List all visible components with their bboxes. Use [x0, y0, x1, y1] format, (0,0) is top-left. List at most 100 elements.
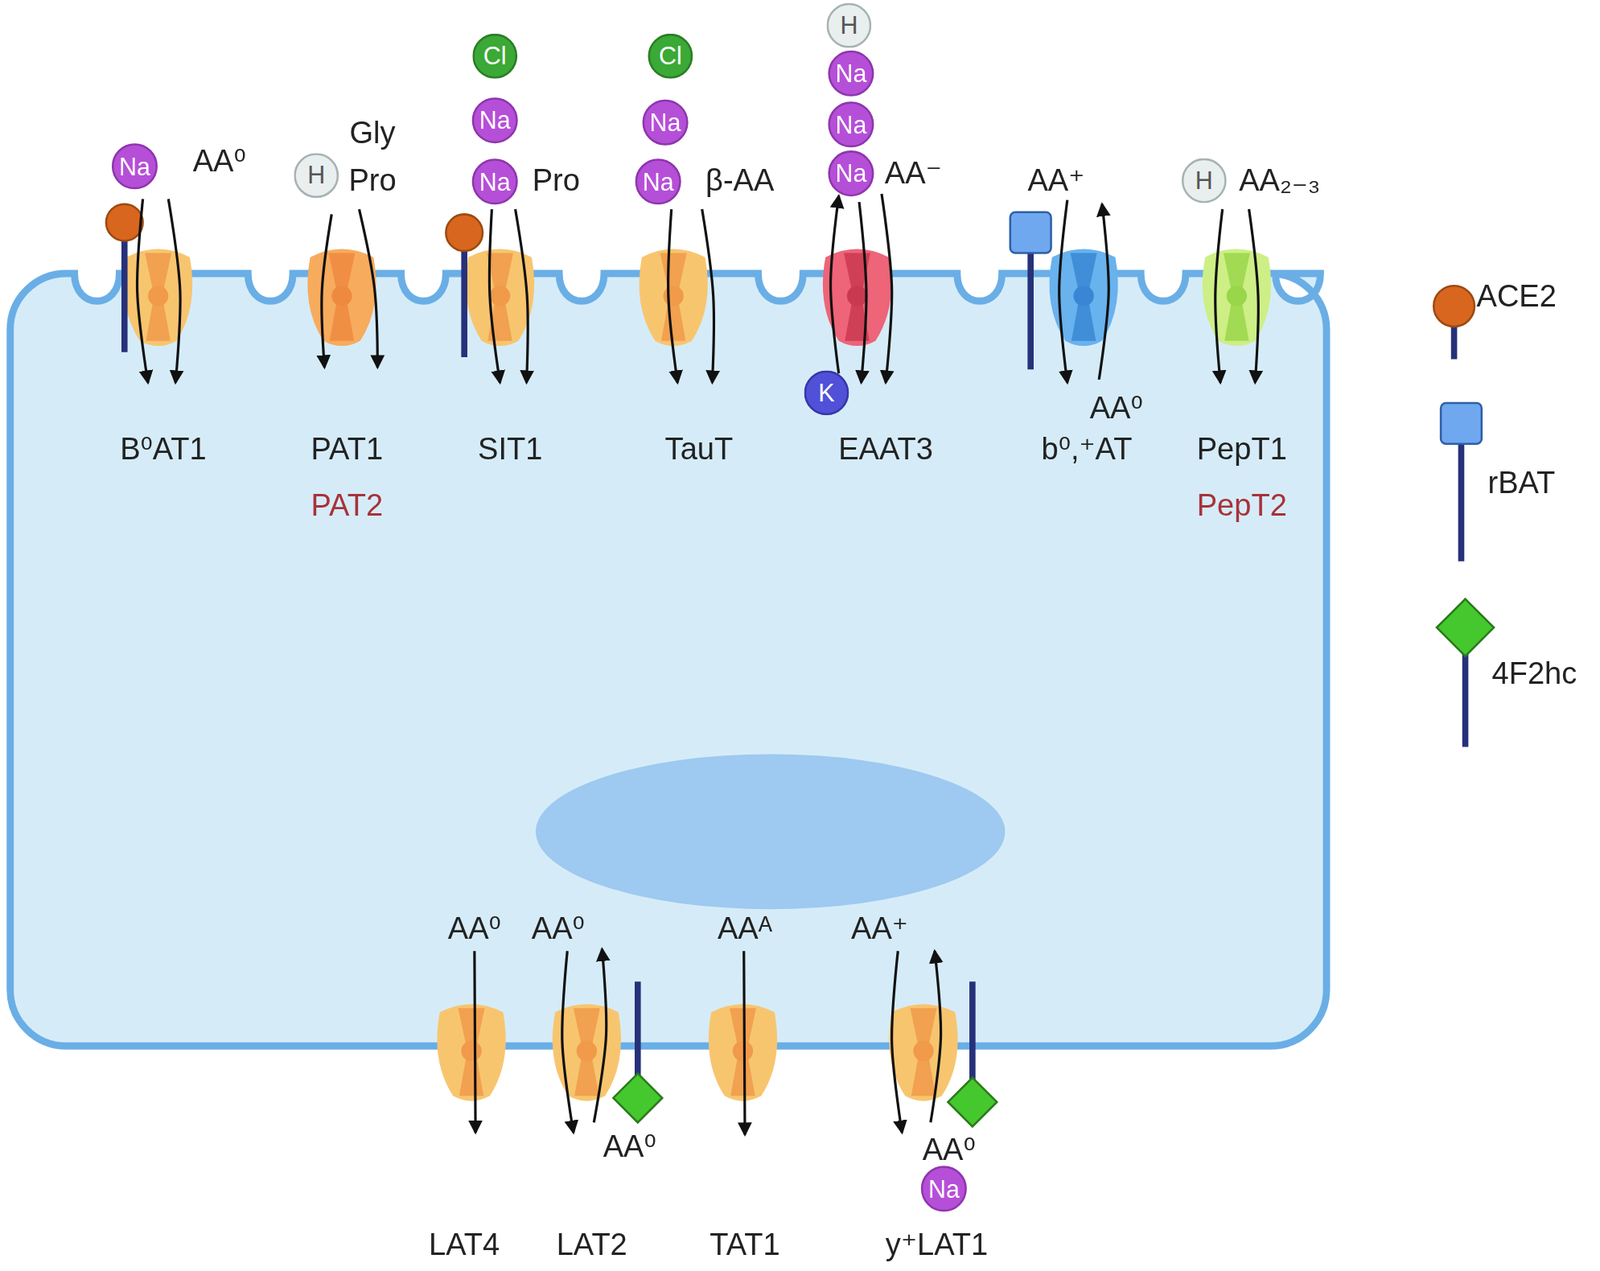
substrate-label: AA⁰ [922, 1132, 976, 1168]
ion-circle: Na [827, 150, 874, 197]
transporter-pore [732, 1040, 753, 1062]
transporter: LAT4 [428, 999, 500, 1263]
transport-arrow [515, 209, 528, 383]
transporter-pore [1223, 253, 1251, 342]
transport-arrow [321, 213, 332, 367]
transporter: b⁰,⁺AT [1040, 244, 1132, 466]
ion-symbol: Na [834, 111, 867, 138]
transporter: TauT [665, 244, 734, 466]
transporter-shape [307, 249, 376, 347]
transporter-pore [576, 1040, 597, 1062]
transporter: TAT1 [709, 999, 780, 1263]
transporter-name: PepT2 [1196, 487, 1288, 523]
rbat-head [1010, 212, 1052, 254]
substrate-label: AAᴬ [717, 911, 773, 947]
transporter-name: SIT1 [477, 431, 543, 467]
ion-circle: Na [921, 1165, 967, 1212]
transport-arrow [830, 196, 840, 375]
ion-symbol: H [1195, 167, 1214, 194]
transporter-pore [328, 253, 355, 342]
substrate-label: AA⁰ [193, 143, 247, 179]
ace2-head [106, 204, 144, 242]
ion-symbol: Na [479, 168, 511, 195]
transporter: EAAT3 [838, 244, 934, 466]
ion-circle: Na [827, 50, 874, 97]
transporter-pore [660, 253, 687, 342]
transporter-pore [489, 285, 511, 306]
transporter-name: TauT [665, 431, 734, 467]
ion-symbol: H [307, 162, 325, 190]
transporter: y⁺LAT1 [885, 999, 988, 1263]
transport-arrow [562, 950, 574, 1133]
transporter-pore [148, 285, 169, 306]
transport-arrow [930, 950, 942, 1123]
legend-sample [1462, 653, 1469, 748]
transport-arrow [359, 209, 379, 368]
transporter-name: y⁺LAT1 [885, 1227, 988, 1263]
ion-symbol: Na [642, 168, 675, 195]
transporter-shape [1202, 249, 1271, 347]
transporter-shape [639, 249, 708, 347]
transporter-shape [888, 1003, 958, 1102]
ion-circle: H [1181, 158, 1227, 204]
transporter: PepT1PepT2 [1196, 244, 1288, 523]
transporter-name: TAT1 [709, 1227, 780, 1263]
ion-circle: Na [472, 158, 519, 205]
transport-arrow [668, 209, 679, 383]
substrate-label: AA⁰ [603, 1129, 657, 1165]
transport-arrow [593, 949, 606, 1123]
substrate-label: β-AA [705, 163, 774, 198]
transport-arrow [881, 193, 893, 383]
ion-symbol: Na [649, 109, 682, 136]
ion-symbol: Na [119, 152, 151, 180]
legend-text: rBAT [1487, 464, 1555, 500]
ion-circle: Na [635, 158, 682, 205]
4f2hc-head [947, 1077, 997, 1127]
transport-arrow [489, 209, 500, 383]
transporter-pore [847, 285, 868, 306]
ion-circle: Cl [472, 33, 518, 79]
transport-arrow [859, 201, 867, 383]
ion-circle: H [826, 3, 872, 49]
ion-circle: K [804, 370, 850, 416]
transport-arrow [168, 198, 181, 383]
4f2hc-head [612, 1073, 663, 1123]
cell-outline [10, 273, 1327, 1046]
subunit-stalk [121, 234, 128, 353]
ion-symbol: Na [928, 1175, 960, 1202]
ion-symbol: Na [834, 60, 867, 87]
transporter-name: b⁰,⁺AT [1040, 431, 1132, 467]
substrate-label: Pro [348, 163, 396, 198]
transport-arrow [137, 198, 149, 383]
legend-sample [1436, 599, 1494, 657]
transport-arrow [744, 950, 745, 1135]
transporter-pore [458, 1007, 486, 1096]
transporter-pore [1073, 285, 1094, 306]
ion-symbol: K [818, 379, 835, 407]
subunit-stalk [1027, 250, 1034, 370]
ion-circle: Na [827, 101, 874, 148]
transporter-pore [573, 1007, 601, 1096]
transport-arrow [1098, 204, 1109, 380]
ion-symbol: Na [479, 106, 511, 134]
transporter-shape [436, 1003, 506, 1102]
transport-arrow [892, 950, 903, 1133]
nucleus [535, 753, 1006, 909]
transporter-pore [460, 1040, 482, 1062]
transporter-name: EAAT3 [838, 431, 934, 467]
transporter-pore [1226, 285, 1247, 306]
transporter-pore [144, 253, 172, 342]
transporter-name: B⁰AT1 [119, 431, 207, 467]
transporter-shape [708, 1003, 778, 1102]
transporter-pore [331, 285, 352, 306]
transporter-name: PAT2 [311, 487, 384, 523]
ion-circle: Cl [647, 33, 693, 79]
substrate-label: Pro [532, 163, 580, 198]
ion-circle: Na [472, 97, 519, 144]
transport-arrow [702, 209, 715, 383]
substrate-label: AA⁻ [884, 156, 942, 191]
transporter-pore [909, 1007, 937, 1096]
transporter-name: PepT1 [1196, 431, 1288, 467]
legend-text: 4F2hc [1492, 656, 1578, 692]
